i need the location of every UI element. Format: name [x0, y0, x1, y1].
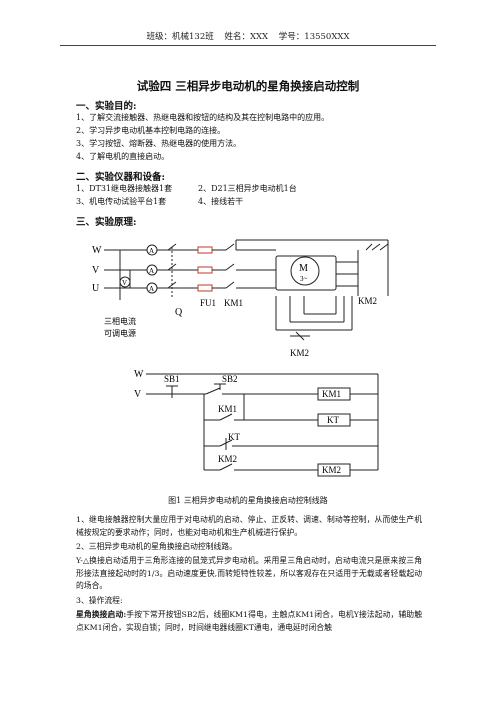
label-sb2: SB2 — [222, 374, 238, 384]
equipment-item: 4、接线若干 — [198, 197, 244, 206]
figure-caption: 图1 三相异步电动机的星角换接启动控制线路 — [168, 496, 328, 505]
label-km1-contact: KM1 — [218, 404, 237, 414]
label-voltmeter: V — [122, 279, 127, 287]
label-phase-w: W — [92, 245, 102, 256]
label-ctrl-v: V — [134, 389, 142, 400]
page-header: 班级：机械132班 姓名：XXX 学号：13550XXX — [60, 30, 436, 46]
label-ammeter: A — [149, 267, 154, 275]
label-phase-v: V — [92, 265, 100, 276]
label-motor-sub: 3~ — [300, 275, 308, 283]
objective-item: 2、学习异步电动机基本控制电路的连接。 — [76, 126, 226, 135]
equipment-item: 1、DT31继电器接触器1套 — [76, 184, 173, 193]
objective-item: 4、了解电机的直接启动。 — [76, 152, 170, 161]
body-paragraph: 1、继电接触器控制大量应用于对电动机的启动、停止、正反转、调速、制动等控制，从而… — [76, 515, 422, 537]
label-coil-km1: KM1 — [322, 389, 341, 399]
label-km1: KM1 — [224, 298, 243, 308]
body-paragraph-procedure: 星角换接启动:手按下常开按钮SB2后，线圈KM1得电，主触点KM1闭合，电机Y接… — [76, 609, 422, 634]
section-principle-heading: 三、实验原理: — [76, 217, 137, 228]
label-ctrl-w: W — [134, 369, 144, 380]
label-source-2: 可调电源 — [104, 328, 136, 338]
equipment-item: 3、机电传动试验平台1套 — [76, 197, 167, 206]
label-km2-top: KM2 — [358, 296, 377, 306]
equipment-item: 2、D21三相异步电动机1台 — [198, 184, 297, 193]
label-phase-u: U — [92, 283, 100, 294]
label-ammeter: A — [149, 247, 154, 255]
header-student-id: 学号：13550XXX — [278, 32, 350, 42]
label-km2-contact: KM2 — [218, 454, 237, 464]
procedure-label: 星角换接启动: — [76, 610, 127, 619]
label-ammeter: A — [149, 285, 154, 293]
section-equipment-heading: 二、实验仪器和设备: — [76, 172, 166, 183]
label-sb1: SB1 — [164, 374, 180, 384]
body-paragraph: 2、三相异步电动机的星角换接启动控制线路。 — [76, 542, 237, 551]
label-q: Q — [175, 307, 183, 318]
procedure-text: 手按下常开按钮SB2后，线圈KM1得电，主触点KM1闭合，电机Y接法起动，辅助触… — [76, 610, 422, 632]
header-name: 姓名：XXX — [224, 32, 269, 42]
section-objectives-heading: 一、实验目的: — [76, 101, 137, 112]
objective-item: 3、学习按钮、熔断器、热继电器的使用方法。 — [76, 139, 242, 148]
document-title: 试验四 三相异步电动机的星角换接启动控制 — [136, 79, 360, 93]
body-paragraph: 3、操作流程: — [76, 596, 123, 605]
label-motor: M — [299, 263, 308, 274]
header-class: 班级：机械132班 — [146, 32, 214, 42]
label-coil-kt: KT — [327, 415, 339, 425]
body-paragraph: Y-△换接启动适用于三角形连接的鼠笼式异步电动机。采用星三角启动时，启动电流只是… — [76, 556, 422, 590]
objective-item: 1、了解交流接触器、热继电器和按钮的结构及其在控制电路中的应用。 — [76, 113, 330, 122]
label-coil-km2: KM2 — [322, 465, 341, 475]
label-kt-contact: KT — [228, 432, 240, 442]
label-fu: FU1 — [200, 298, 216, 308]
label-km2-bottom: KM2 — [290, 348, 309, 358]
label-source-1: 三相电流 — [104, 316, 136, 326]
